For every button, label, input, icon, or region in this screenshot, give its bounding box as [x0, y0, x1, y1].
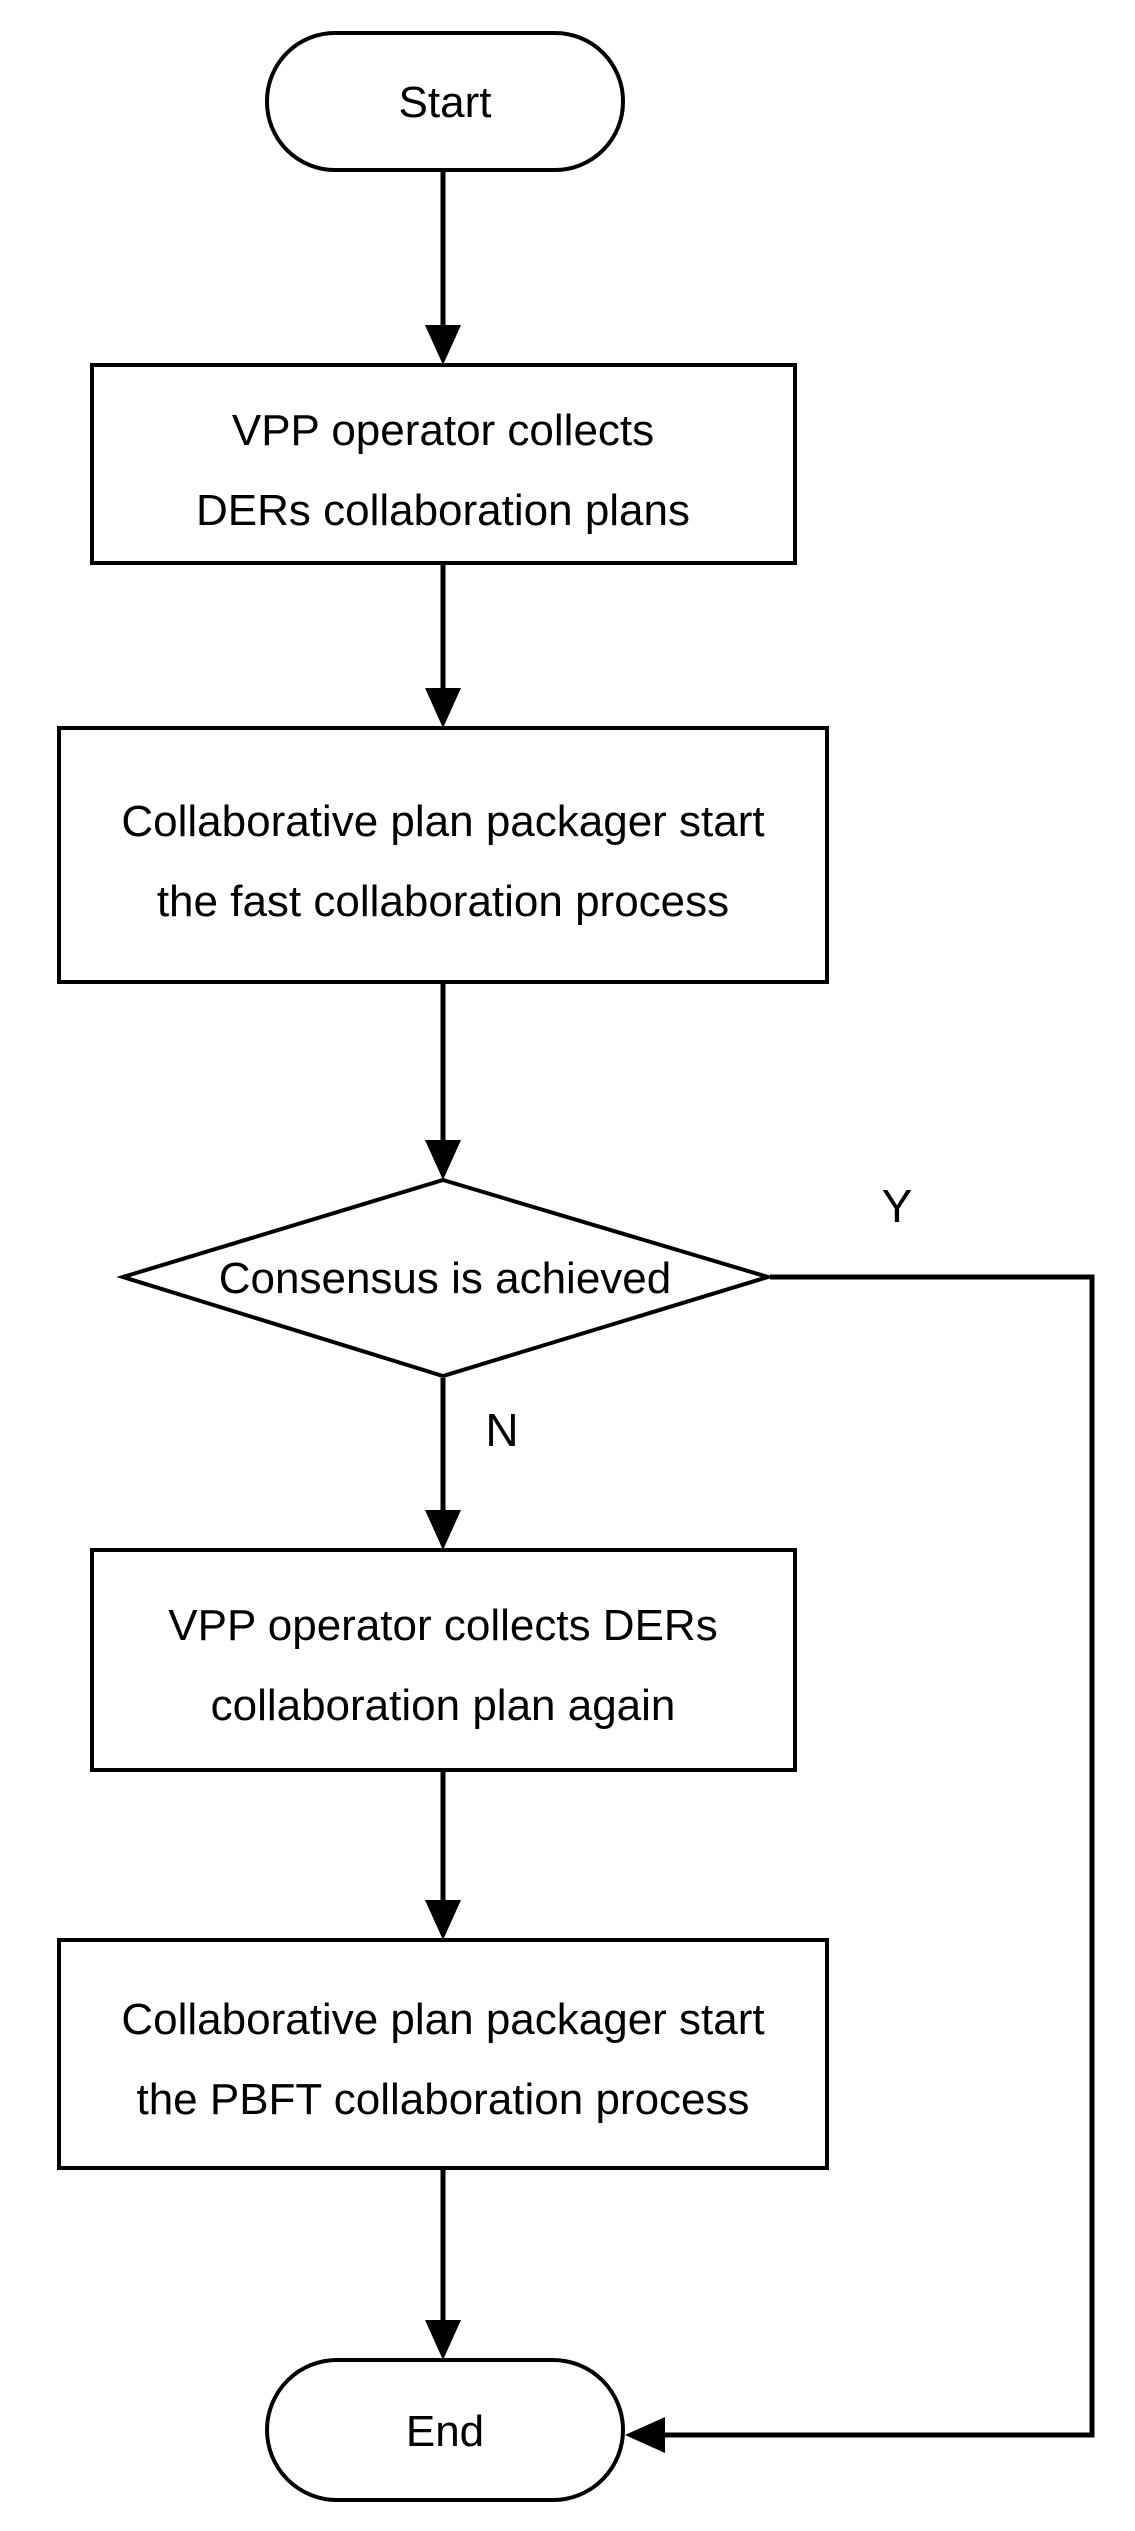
fast-process-box: Collaborative plan packager start the fa… — [57, 726, 829, 984]
arrowhead-start-to-collect — [425, 325, 461, 365]
collect-plans-line-1: VPP operator collects — [232, 406, 654, 455]
arrowhead-decision-to-collect-again — [425, 1510, 461, 1550]
end-label: End — [406, 2407, 484, 2456]
start-label: Start — [399, 78, 492, 127]
arrowhead-pbft-to-end — [425, 2320, 461, 2360]
fast-process-line-1: Collaborative plan packager start — [121, 797, 764, 846]
arrowhead-decision-yes-to-end — [625, 2417, 665, 2453]
connectors — [425, 170, 1095, 2453]
consensus-label: Consensus is achieved — [219, 1254, 671, 1303]
arrowhead-collect-to-fast — [425, 688, 461, 728]
pbft-process-box: Collaborative plan packager start the PB… — [57, 1938, 829, 2170]
collect-again-box: VPP operator collects DERs collaboration… — [90, 1548, 797, 1772]
consensus-decision: Consensus is achieved — [116, 1177, 775, 1379]
collect-again-line-2: collaboration plan again — [211, 1681, 676, 1730]
collect-again-line-1: VPP operator collects DERs — [168, 1601, 717, 1650]
yes-edge-label: Y — [882, 1180, 913, 1232]
start-terminal: Start — [265, 31, 625, 172]
collect-plans-line-2: DERs collaboration plans — [196, 486, 690, 535]
pbft-process-line-2: the PBFT collaboration process — [136, 2075, 749, 2124]
fast-process-line-2: the fast collaboration process — [157, 877, 729, 926]
pbft-process-line-1: Collaborative plan packager start — [121, 1995, 764, 2044]
arrow-decision-yes-to-end — [665, 1274, 1095, 2438]
collect-plans-box: VPP operator collects DERs collaboration… — [90, 363, 797, 565]
arrowhead-collect-again-to-pbft — [425, 1900, 461, 1940]
no-edge-label: N — [485, 1404, 518, 1456]
end-terminal: End — [265, 2358, 625, 2502]
arrowhead-fast-to-decision — [425, 1140, 461, 1180]
